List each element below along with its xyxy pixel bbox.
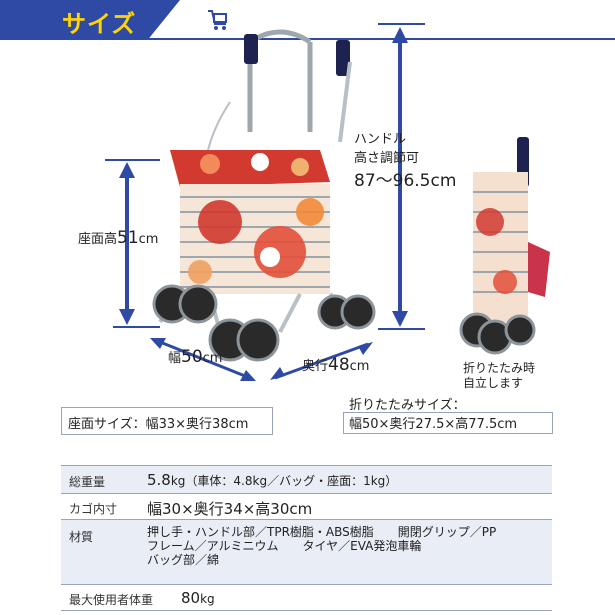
total-weight-detail: kg（車体：4.8kg／バッグ・座面：1kg） [170, 474, 398, 488]
handle-label: ハンドル [354, 132, 407, 147]
folded-size-box: 折りたたみサイズ： 幅50×奥行27.5×高77.5cm [343, 392, 553, 434]
spec-label: カゴ内寸 [69, 502, 118, 516]
max-weight-unit: kg [200, 592, 215, 606]
handle-adjustable-note: 高さ調節可 [354, 151, 420, 166]
width-text: 幅 [168, 351, 182, 366]
header-underline [148, 38, 615, 40]
spec-value: 5.8kg（車体：4.8kg／バッグ・座面：1kg） [147, 471, 397, 489]
material-line-3: バッグ部／綿 [147, 553, 220, 567]
depth-value: 48 [328, 355, 350, 375]
depth-unit: cm [349, 359, 370, 374]
seat-size-text: 座面サイズ：幅33×奥行38cm [68, 417, 249, 432]
spec-value: 80kg [181, 589, 215, 607]
depth-text: 奥行 [302, 359, 329, 374]
folded-caption-line2: 自立します [463, 376, 524, 390]
width-value: 50 [181, 347, 203, 367]
wheels [152, 284, 376, 362]
total-weight-number: 5.8 [147, 471, 171, 489]
spec-value: 押し手・ハンドル部／TPR樹脂・ABS樹脂 開閉グリップ／PP フレーム／アルミ… [147, 525, 496, 567]
folded-size-value: 幅50×奥行27.5×高77.5cm [349, 417, 518, 432]
width-unit: cm [202, 351, 223, 366]
seat-size-box: 座面サイズ：幅33×奥行38cm [61, 407, 273, 435]
folded-size-border [343, 412, 553, 434]
material-line-2: フレーム／アルミニウム タイヤ／EVA発泡車輪 [147, 539, 422, 553]
material-line-1: 押し手・ハンドル部／TPR樹脂・ABS樹脂 開閉グリップ／PP [147, 525, 497, 539]
seat-height-label: 座面高51cm [78, 228, 158, 248]
depth-label: 奥行48cm [302, 355, 369, 375]
folded-caption-line1: 折りたたみ時 [463, 361, 536, 375]
seat-height-text: 座面高 [78, 232, 118, 247]
folded-cart-illustration [459, 137, 550, 355]
basket-size-value: 幅30×奥行34×高30cm [147, 500, 313, 518]
shopping-cart-icon [208, 10, 227, 30]
spec-label: 総重量 [69, 475, 106, 489]
seat-height-value: 51 [117, 228, 139, 248]
shopping-cart-illustration [152, 29, 376, 362]
spec-row-total-weight: 総重量 5.8kg（車体：4.8kg／バッグ・座面：1kg） [61, 466, 552, 494]
spec-value: 幅30×奥行34×高30cm [147, 498, 312, 519]
spec-row-max-weight: 最大使用者体重 80kg [61, 585, 552, 611]
spec-row-basket-size: カゴ内寸 幅30×奥行34×高30cm [61, 494, 552, 520]
handle-height-value: 87～96.5cm [354, 171, 457, 191]
spec-label: 材質 [69, 530, 94, 544]
spec-label: 最大使用者体重 [69, 593, 154, 607]
handle-height-label: ハンドル 高さ調節可 87～96.5cm [354, 128, 456, 191]
header-banner [0, 0, 180, 40]
width-label: 幅50cm [168, 347, 222, 367]
seat-height-unit: cm [138, 232, 159, 247]
folded-caption: 折りたたみ時 自立します [463, 361, 535, 391]
spec-row-material: 材質 押し手・ハンドル部／TPR樹脂・ABS樹脂 開閉グリップ／PP フレーム／… [61, 520, 552, 585]
spec-table: 総重量 5.8kg（車体：4.8kg／バッグ・座面：1kg） カゴ内寸 幅30×… [61, 465, 552, 611]
section-title: サイズ [62, 10, 137, 38]
max-weight-number: 80 [181, 589, 201, 607]
folded-size-title: 折りたたみサイズ： [349, 398, 466, 413]
section-header: サイズ [0, 0, 615, 40]
